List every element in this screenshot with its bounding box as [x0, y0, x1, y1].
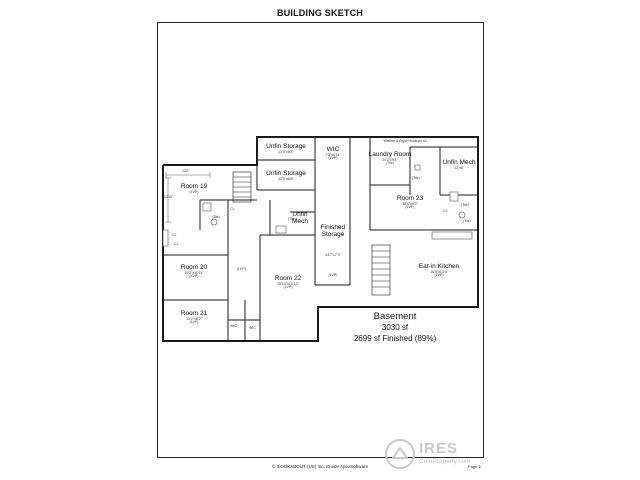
room-dims: 13'2"x8'2" — [186, 316, 202, 321]
toilet-icon — [202, 202, 212, 212]
room-wic-top: WIC 7'3"x6'11" (LVP) — [317, 146, 349, 161]
room-eat-in-kitchen: Eat-in Kitchen 16'9"x13'4" (LVP) — [414, 263, 464, 278]
stairs-left — [232, 171, 252, 203]
room-dims: 12'x8' — [454, 165, 464, 170]
room-20: Room 20 10'2"x11'11" (LVP) — [172, 264, 216, 279]
room-name: Unfin Mech — [292, 211, 308, 225]
room-unfin-storage-1: Unfin Storage 11'3"x6'4" — [261, 143, 311, 154]
floor-type: (LVP) — [405, 205, 415, 210]
interior-walls — [163, 137, 478, 341]
room-dims: 11'3"x6'8" — [278, 176, 294, 181]
watermark-url: ColoProperty.com — [419, 458, 471, 465]
room-name: Finished Storage — [320, 224, 346, 238]
room-name: Unfin Mech — [442, 159, 476, 166]
room-name: Eat-in Kitchen — [418, 263, 460, 270]
room-dims: 10'2"x11'11" — [184, 270, 204, 275]
dimension-label: 13'2" — [182, 169, 190, 173]
room-name: Room 20 — [180, 264, 208, 271]
room-23: Room 23 18'5"x9'5" (LVP) — [388, 195, 432, 210]
room-unfin-mech-right: Unfin Mech 12'x8' — [441, 159, 477, 170]
room-name: WIC — [326, 146, 340, 153]
hookup-icon — [414, 164, 421, 171]
floor-type: (LVP) — [283, 285, 293, 290]
room-dims: 24'7"x7'3" — [325, 253, 341, 257]
sink-icon — [275, 225, 287, 234]
floor-summary: Basement 3030 sf 2699 sf Finished (89%) — [345, 311, 445, 344]
room-dims: 11'3"x6'4" — [278, 149, 294, 154]
room-name: Unfin Storage — [266, 143, 306, 150]
closet-label: CL — [443, 209, 448, 213]
dimension-label: 13'10" — [164, 195, 174, 199]
room-laundry: Laundry Room 20'1"x9'1" (Tile) — [365, 151, 415, 166]
laundry-hookup-note: Washer & Dryer Hookups x3 — [383, 139, 427, 143]
room-name: Laundry Room — [368, 151, 412, 158]
room-22: Room 22 20'10"x10'10" (LVP) — [264, 275, 312, 290]
wic-label: WIC — [249, 326, 256, 330]
ires-logo-icon — [385, 439, 415, 469]
room-name: Room 23 — [396, 195, 424, 202]
counter-icon — [431, 231, 473, 240]
floor-type: (LVP) — [189, 320, 199, 325]
finished-area: 2699 sf Finished (89%) — [353, 334, 437, 343]
room-unfin-mech-mid: Unfin Mech — [288, 196, 312, 241]
sink-icon — [458, 211, 466, 219]
page-title: BUILDING SKETCH — [277, 8, 363, 18]
room-name: Room 19 — [180, 183, 208, 190]
dimension-lines — [165, 172, 211, 223]
room-dims: 16'9"x13'4" — [430, 269, 448, 274]
floor-type: (Tile) — [412, 176, 420, 180]
closet-label: CL — [172, 233, 177, 237]
closet-label: CL — [230, 207, 235, 211]
outer-wall — [162, 136, 479, 342]
exterior-walls — [162, 136, 479, 342]
floor-type: (LVP) — [189, 274, 199, 279]
floor-type: (Tile) — [461, 203, 469, 207]
page-number: Page 6 — [468, 464, 481, 469]
room-19: Room 19 (LVP) — [172, 183, 216, 194]
toilet-icon — [449, 191, 459, 202]
room-name: Room 22 — [274, 275, 302, 282]
room-dims: 7'3"x6'11" — [325, 152, 341, 157]
sketch-sheet — [157, 22, 484, 458]
total-area: 3030 sf — [381, 323, 409, 332]
room-unfin-storage-2: Unfin Storage 11'3"x6'8" — [261, 170, 311, 181]
floor-type: (Tile) — [288, 217, 296, 221]
room-dims: 20'1"x9'1" — [382, 157, 398, 162]
stairs-right — [371, 244, 391, 296]
shelf-icon — [162, 229, 169, 247]
room-finished-storage: Finished Storage 24'7"x7'3" (LVP) — [316, 209, 350, 293]
floor-type: (LVP) — [328, 156, 338, 161]
floor-type: (Tile) — [463, 219, 471, 223]
room-name: Room 21 — [180, 310, 208, 317]
room-21: Room 21 13'2"x8'2" (LVP) — [172, 310, 216, 325]
room-dims: 18'5"x9'5" — [402, 201, 418, 206]
room-name: Unfin Storage — [266, 170, 306, 177]
floor-type: (LVP) — [328, 272, 338, 277]
watermark-name: IRES — [419, 440, 459, 457]
floor-type: (LVP) — [434, 273, 444, 278]
laundry-note: Washer & Dryer Hookups x3 — [370, 139, 440, 143]
fixtures — [162, 164, 473, 247]
hallway-floor-type: (LVP) — [237, 267, 246, 271]
footer-copyright: © ILOOKABOUT (US) Inc. iGuide ApexSoftwa… — [271, 464, 369, 469]
sink-icon — [210, 218, 218, 226]
room-dims: 20'10"x10'10" — [277, 281, 299, 286]
floor-name: Basement — [373, 311, 417, 322]
floor-type: (Tile) — [385, 161, 395, 166]
floor-type: (LVP) — [189, 189, 199, 194]
floor-type: (Tile) — [212, 215, 220, 219]
wic-label: WIC — [230, 324, 237, 328]
closet-label: CL — [174, 242, 179, 246]
